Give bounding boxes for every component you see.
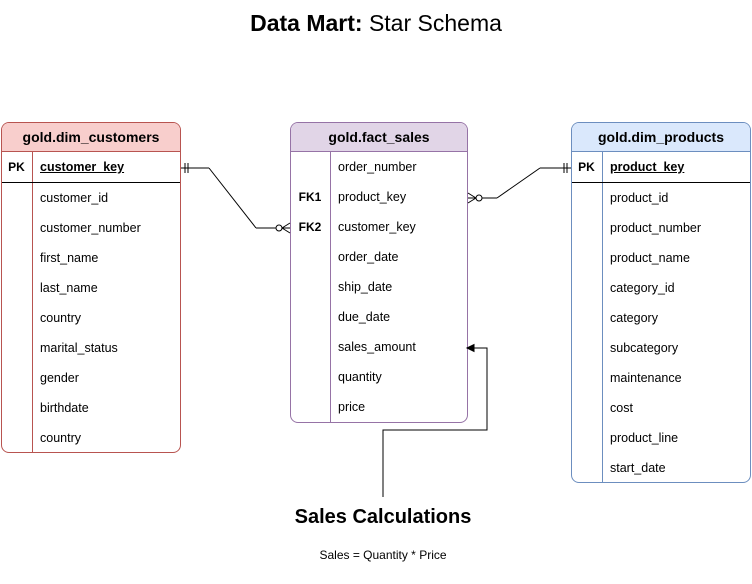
pk-field: product_key xyxy=(610,160,685,174)
field-row: category_id xyxy=(572,273,750,303)
field-name: gender xyxy=(40,371,79,385)
field-row: product_name xyxy=(572,243,750,273)
field-name: ship_date xyxy=(338,280,393,294)
field-name: product_name xyxy=(610,251,690,265)
entity-header: gold.fact_sales xyxy=(291,123,467,152)
zero-mark xyxy=(475,194,483,202)
field-row: birthdate xyxy=(2,393,180,423)
field-row: customer_id xyxy=(2,183,180,213)
field-name: quantity xyxy=(338,370,382,384)
field-name: customer_id xyxy=(40,191,109,205)
field-row: subcategory xyxy=(572,333,750,363)
field-row: product_number xyxy=(572,213,750,243)
field-name: maintenance xyxy=(610,371,682,385)
key-column-divider xyxy=(602,152,603,482)
field-row: price xyxy=(291,392,467,422)
field-name: due_date xyxy=(338,310,391,324)
key-column-divider xyxy=(330,152,331,422)
pk-label: PK xyxy=(8,160,25,174)
field-row: order_number xyxy=(291,152,467,182)
field-row: customer_number xyxy=(2,213,180,243)
edge-note-to-sales-amount xyxy=(382,343,488,497)
field-row: product_id xyxy=(572,183,750,213)
field-row: quantity xyxy=(291,362,467,392)
field-name: product_number xyxy=(610,221,702,235)
field-name: order_date xyxy=(338,250,399,264)
field-name: order_number xyxy=(338,160,417,174)
entity-header: gold.dim_products xyxy=(572,123,750,152)
field-name: category xyxy=(610,311,658,325)
field-name: cost xyxy=(610,401,633,415)
entity-header: gold.dim_customers xyxy=(2,123,180,152)
field-row: marital_status xyxy=(2,333,180,363)
field-row: product_line xyxy=(572,423,750,453)
pk-row: PK customer_key xyxy=(2,152,180,183)
field-name: product_key xyxy=(338,190,407,204)
note-formula: Sales = Quantity * Price xyxy=(319,548,447,562)
field-row: due_date xyxy=(291,302,467,332)
field-name: last_name xyxy=(40,281,98,295)
field-name: price xyxy=(338,400,366,414)
field-name: country xyxy=(40,311,81,325)
field-row: cost xyxy=(572,393,750,423)
field-name: country xyxy=(40,431,81,445)
zero-mark xyxy=(275,224,283,232)
diagram-title: Data Mart: Star Schema xyxy=(0,10,752,37)
title-bold: Data Mart: xyxy=(250,10,363,36)
note-title: Sales Calculations xyxy=(294,506,472,528)
field-row: FK1 product_key xyxy=(291,182,467,212)
pk-field: customer_key xyxy=(40,160,125,174)
field-name: marital_status xyxy=(40,341,118,355)
field-row: ship_date xyxy=(291,272,467,302)
field-row: FK2 customer_key xyxy=(291,212,467,242)
field-row: country xyxy=(2,303,180,333)
field-row: last_name xyxy=(2,273,180,303)
field-row: maintenance xyxy=(572,363,750,393)
key-label: FK2 xyxy=(298,220,322,234)
field-row: country xyxy=(2,423,180,452)
field-name: sales_amount xyxy=(338,340,416,354)
field-name: product_id xyxy=(610,191,669,205)
edge-customers-to-sales xyxy=(181,163,291,234)
field-row: order_date xyxy=(291,242,467,272)
field-name: birthdate xyxy=(40,401,89,415)
title-rest: Star Schema xyxy=(362,10,502,36)
pk-row: PK product_key xyxy=(572,152,750,183)
field-row: first_name xyxy=(2,243,180,273)
field-name: start_date xyxy=(610,461,666,475)
key-label: FK1 xyxy=(298,190,322,204)
entity-dim-products[interactable]: gold.dim_products PK product_key product… xyxy=(571,122,751,483)
edge-products-to-sales xyxy=(467,163,571,204)
field-name: first_name xyxy=(40,251,99,265)
field-row: category xyxy=(572,303,750,333)
field-name: customer_key xyxy=(338,220,416,234)
field-name: subcategory xyxy=(610,341,679,355)
key-column-divider xyxy=(32,152,33,452)
field-name: category_id xyxy=(610,281,675,295)
field-row: gender xyxy=(2,363,180,393)
field-name: customer_number xyxy=(40,221,141,235)
field-row: start_date xyxy=(572,453,750,482)
field-name: product_line xyxy=(610,431,679,445)
field-row: sales_amount xyxy=(291,332,467,362)
entity-dim-customers[interactable]: gold.dim_customers PK customer_key custo… xyxy=(1,122,181,453)
pk-label: PK xyxy=(578,160,595,174)
